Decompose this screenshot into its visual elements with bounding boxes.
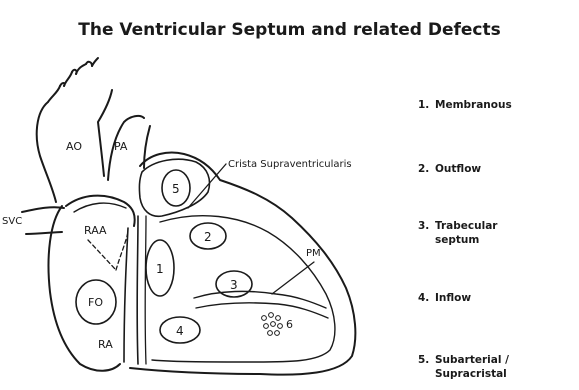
crista-leader bbox=[188, 164, 226, 208]
region-6-dot bbox=[278, 324, 283, 329]
defect-label: Subarterial / Supracristal bbox=[435, 353, 523, 381]
defect-number: 1. bbox=[418, 98, 432, 112]
defect-number: 2. bbox=[418, 162, 432, 176]
region-6-dot bbox=[269, 313, 274, 318]
aorta-outline bbox=[37, 102, 56, 202]
pm-leader bbox=[272, 262, 314, 294]
crista-label: Crista Supraventricularis bbox=[228, 159, 352, 170]
heart-diagram: AO PA SVC RAA FO RA Crista Supraventricu… bbox=[0, 56, 410, 390]
defect-number: 3. bbox=[418, 219, 432, 233]
region-6-dot bbox=[276, 316, 281, 321]
ra-label: RA bbox=[98, 338, 113, 351]
ventricular-septum-line bbox=[137, 216, 138, 364]
raa-label: RAA bbox=[84, 224, 107, 237]
defect-number: 5. bbox=[418, 353, 432, 367]
region-6-dot bbox=[264, 324, 269, 329]
raa-inner bbox=[74, 203, 126, 212]
region-3-label: 3 bbox=[230, 278, 238, 292]
defect-number: 4. bbox=[418, 291, 432, 305]
defect-label: Membranous bbox=[435, 98, 570, 112]
region-6-dot bbox=[262, 316, 267, 321]
region-6-dot bbox=[271, 322, 276, 327]
pulmonary-artery-label: PA bbox=[114, 140, 128, 153]
ventricle-inner bbox=[152, 216, 335, 362]
ventricular-septum-line bbox=[145, 216, 146, 364]
region-6-dot bbox=[268, 331, 273, 336]
defect-label: Trabecular septum bbox=[435, 219, 505, 247]
fo-label: FO bbox=[88, 296, 103, 309]
region-4-label: 4 bbox=[176, 324, 184, 338]
defect-label: Outflow bbox=[435, 162, 570, 176]
raa-dashed bbox=[88, 232, 128, 270]
region-6-label: 6 bbox=[286, 318, 293, 331]
region-1-label: 1 bbox=[156, 262, 164, 276]
aorta-label: AO bbox=[66, 140, 82, 153]
region-2-label: 2 bbox=[204, 230, 212, 244]
svc-label: SVC bbox=[2, 216, 22, 227]
pm-label: PM bbox=[306, 248, 321, 259]
region-6-dot bbox=[275, 331, 280, 336]
atrial-septum bbox=[124, 228, 128, 362]
aortic-branches bbox=[48, 58, 98, 102]
defect-label: Inflow bbox=[435, 291, 570, 305]
ventricle-outline bbox=[130, 153, 355, 375]
defect-list: 1. Membranous 2. Outflow 3. Trabecular s… bbox=[418, 0, 578, 390]
region-5-label: 5 bbox=[172, 182, 180, 196]
